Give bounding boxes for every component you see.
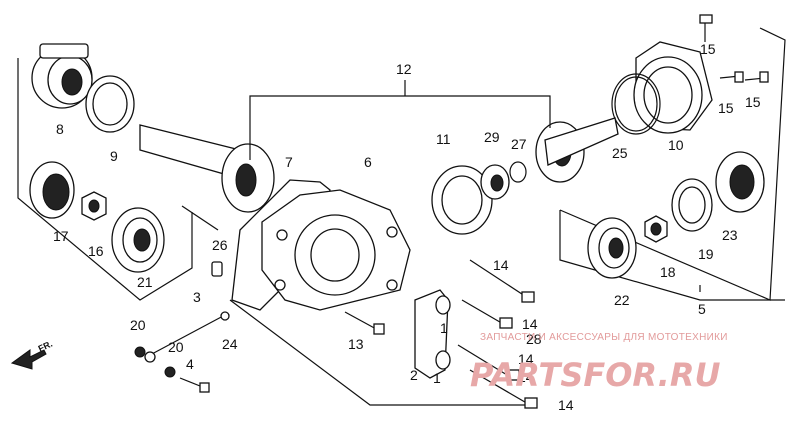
callout-23: 23 (722, 227, 738, 243)
callout-4: 4 (186, 356, 194, 372)
callout-13: 13 (348, 336, 364, 352)
callout-22: 22 (614, 292, 630, 308)
callout-26: 26 (212, 237, 228, 253)
callout-14: 14 (558, 397, 574, 413)
front-direction-arrow: FR. (10, 339, 54, 370)
callout-2: 2 (410, 367, 418, 383)
part-29-bearing (480, 164, 510, 200)
callout-6: 6 (364, 154, 372, 170)
part-3-rod (144, 311, 230, 363)
callout-labels: 1 1 2 3 4 5 6 7 8 9 10 11 12 13 14 14 14… (53, 41, 761, 413)
callout-9: 9 (110, 148, 118, 164)
watermark: ЗАПЧАСТИ И АКСЕССУАРЫ ДЛЯ МОТОТЕХНИКИ PA… (470, 332, 728, 394)
part-27-ring (509, 161, 527, 183)
callout-14: 14 (493, 257, 509, 273)
callout-20: 20 (130, 317, 146, 333)
callout-25: 25 (612, 145, 628, 161)
part-8-case (31, 43, 93, 109)
group-outlines (17, 27, 786, 406)
part-11-shim (431, 165, 493, 235)
part-12-ring-gear (535, 117, 619, 183)
part-20-washers (134, 346, 176, 378)
callout-17: 17 (53, 228, 69, 244)
part-23-seal (715, 151, 765, 213)
fr-label: FR. (37, 339, 54, 354)
callout-3: 3 (193, 289, 201, 305)
callout-15: 15 (718, 100, 734, 116)
callout-19: 19 (698, 246, 714, 262)
part-22-bearing (587, 217, 637, 279)
part-10-case (633, 41, 713, 134)
part-17-seal (29, 161, 75, 219)
callout-10: 10 (668, 137, 684, 153)
callout-1: 1 (440, 320, 448, 336)
callout-24: 24 (222, 336, 238, 352)
part-26-pin (211, 261, 223, 277)
callout-27: 27 (511, 136, 527, 152)
callout-18: 18 (660, 264, 676, 280)
part-13-bolt (344, 311, 385, 335)
part-15-bolts (699, 14, 769, 83)
callout-14: 14 (518, 369, 534, 385)
callout-16: 16 (88, 243, 104, 259)
watermark-brand: PARTSFOR.RU (470, 356, 720, 394)
callout-1: 1 (433, 370, 441, 386)
part-12-pinion-shaft (139, 124, 275, 213)
callout-5: 5 (698, 301, 706, 317)
part-4-bolt (179, 377, 210, 393)
callout-14: 14 (522, 316, 538, 332)
callout-11: 11 (436, 131, 451, 147)
part-18-nut (644, 215, 668, 243)
callout-28: 28 (526, 331, 542, 347)
callout-7: 7 (285, 154, 293, 170)
callout-15: 15 (745, 94, 761, 110)
callout-21: 21 (137, 274, 153, 290)
watermark-tagline: ЗАПЧАСТИ И АКСЕССУАРЫ ДЛЯ МОТОТЕХНИКИ (480, 332, 728, 343)
callout-15: 15 (700, 41, 716, 57)
callout-20: 20 (168, 339, 184, 355)
callout-12: 12 (396, 61, 412, 77)
part-21-bearing (111, 207, 165, 273)
callout-12-bracket (249, 80, 551, 160)
callout-29: 29 (484, 129, 500, 145)
part-9-gasket (85, 75, 135, 133)
callout-8: 8 (56, 121, 64, 137)
part-1-washers (435, 295, 451, 370)
callout-14: 14 (518, 351, 534, 367)
part-14-bolts (457, 259, 538, 409)
part-16-nut (81, 191, 107, 221)
part-19-ring (671, 178, 713, 232)
part-6-housing (261, 189, 411, 311)
part-25-oring (611, 73, 661, 135)
